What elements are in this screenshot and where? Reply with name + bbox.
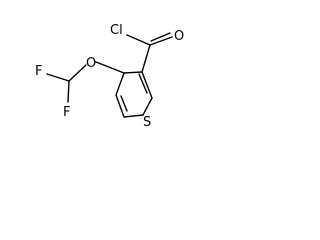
bond-carbonyl-chlorine <box>126 34 151 46</box>
fluorine-label-1: F <box>35 64 42 79</box>
structure-canvas: Cl O O S F F <box>0 0 202 144</box>
molecule-diagram: Cl O O S F F <box>35 23 184 130</box>
bond-carbon-fluorine-1 <box>46 73 70 82</box>
ring-bond-c3-c4 <box>115 72 125 96</box>
ring-bond-s-c2 <box>142 97 153 116</box>
carbonyl-oxygen-label: O <box>174 29 184 44</box>
ring-double-bond-c4-c5 <box>120 95 128 112</box>
bond-carbonyl-oxygen-double <box>150 32 171 42</box>
bond-carbonyl-oxygen-single <box>149 36 173 46</box>
bond-ring-carbonyl <box>141 44 151 73</box>
fluorine-label-2: F <box>63 105 70 120</box>
ring-bond-c4-c5 <box>115 94 125 118</box>
ring-bond-c5-s <box>123 114 144 118</box>
ring-double-bond-c2-c3 <box>138 73 148 94</box>
sulfur-label: S <box>143 115 151 130</box>
ring-bond-c2-c3-inner <box>141 71 153 99</box>
bond-ring-ether-oxygen <box>95 61 125 74</box>
ring-bond-c2-c3 <box>123 71 143 74</box>
ether-oxygen-label: O <box>86 56 96 71</box>
bond-carbon-fluorine-2 <box>67 80 70 103</box>
bond-ether-oxygen-carbon <box>68 64 87 82</box>
chlorine-label: Cl <box>110 23 123 38</box>
